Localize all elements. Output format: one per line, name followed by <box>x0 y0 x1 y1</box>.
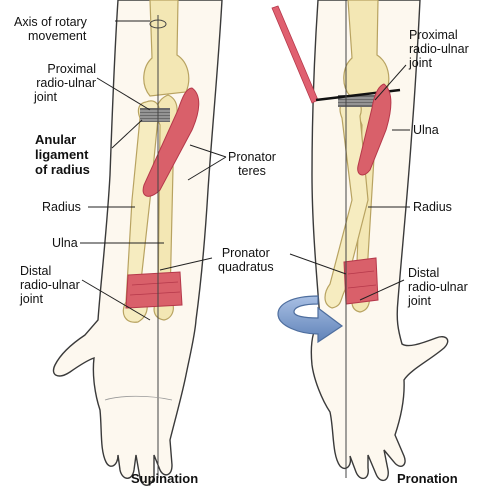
right-skin-strip <box>272 6 318 103</box>
proximal-left-line3: joint <box>34 90 96 104</box>
axis-label-line2: movement <box>14 29 87 43</box>
proximal-left-line2: radio-ulnar <box>34 76 96 90</box>
axis-label-line1: Axis of rotary <box>14 15 87 29</box>
anular-line3: of radius <box>35 162 90 177</box>
distal-left-line2: radio-ulnar <box>20 278 80 292</box>
distal-right-line3: joint <box>408 294 468 308</box>
anular-ligament-label: Anular ligament of radius <box>35 132 90 177</box>
pronator-quad-line2: quadratus <box>218 260 274 274</box>
distal-right-line1: Distal <box>408 266 468 280</box>
pronator-quadratus-label: Pronator quadratus <box>218 246 274 274</box>
distal-joint-label-right: Distal radio-ulnar joint <box>408 266 468 308</box>
supination-caption: Supination <box>131 472 198 486</box>
proximal-joint-label-right: Proximal radio-ulnar joint <box>409 28 469 70</box>
pronator-teres-line1: Pronator <box>228 150 276 164</box>
pronator-quad-line1: Pronator <box>218 246 274 260</box>
proximal-left-line1: Proximal <box>34 62 96 76</box>
pronator-teres-line2: teres <box>228 164 276 178</box>
anular-line1: Anular <box>35 132 90 147</box>
axis-label: Axis of rotary movement <box>14 15 87 43</box>
distal-left-line3: joint <box>20 292 80 306</box>
anular-line2: ligament <box>35 147 90 162</box>
pronator-teres-label: Pronator teres <box>228 150 276 178</box>
ulna-label-left: Ulna <box>52 236 78 250</box>
pronation-caption: Pronation <box>397 472 458 486</box>
proximal-joint-label-left: Proximal radio-ulnar joint <box>34 62 96 104</box>
pronation-forearm <box>272 0 448 480</box>
ulna-label-right: Ulna <box>413 123 439 137</box>
proximal-right-line3: joint <box>409 56 469 70</box>
distal-right-line2: radio-ulnar <box>408 280 468 294</box>
distal-left-line1: Distal <box>20 264 80 278</box>
left-anular-ligament <box>140 108 170 122</box>
right-pronator-quadratus <box>344 258 378 304</box>
distal-joint-label-left: Distal radio-ulnar joint <box>20 264 80 306</box>
radius-label-left: Radius <box>42 200 81 214</box>
proximal-right-line1: Proximal <box>409 28 469 42</box>
left-pronator-quadratus <box>126 272 182 308</box>
radius-label-right: Radius <box>413 200 452 214</box>
proximal-right-line2: radio-ulnar <box>409 42 469 56</box>
